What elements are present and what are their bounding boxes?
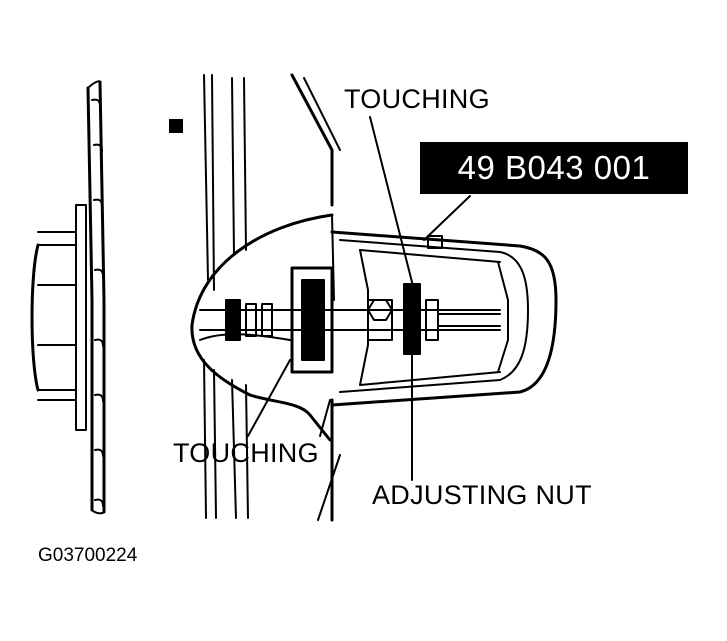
shaft-assembly (199, 266, 501, 374)
leader-tool-number (423, 195, 471, 241)
bell-housing (190, 213, 335, 442)
leader-touching-bottom-1 (247, 359, 291, 437)
marker-square (169, 119, 183, 133)
leader-lines (247, 116, 471, 481)
leader-touching-bottom-2 (319, 399, 331, 437)
figure-id: G03700224 (38, 545, 138, 566)
touching-label-top: TOUCHING (344, 84, 490, 114)
tool-number-label: 49 B043 001 (420, 142, 688, 194)
left-hub (30, 204, 87, 431)
adjusting-nut-label: ADJUSTING NUT (372, 480, 592, 510)
frame-lines (203, 73, 341, 522)
touching-label-bottom: TOUCHING (173, 438, 319, 468)
special-tool-body (330, 230, 558, 407)
housing-flange (86, 80, 106, 515)
leader-touching-top (369, 116, 415, 291)
